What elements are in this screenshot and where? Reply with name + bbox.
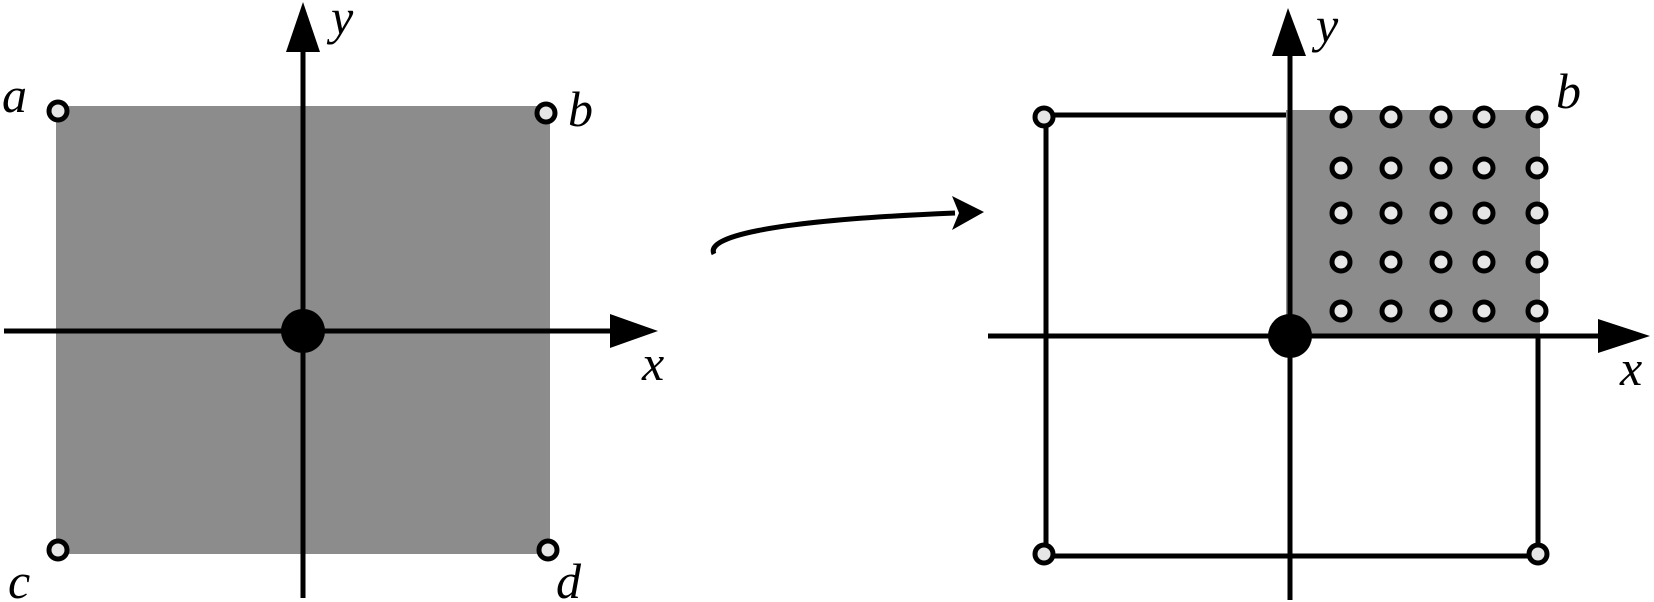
right-corner-marker-bottom-right [1526,542,1550,566]
sample-point-marker [1379,299,1403,323]
left-x-axis-arrowhead [610,314,658,348]
sample-point-marker [1329,250,1353,274]
sample-point-marker [1525,201,1549,225]
sample-point-marker [1329,299,1353,323]
sample-point-marker [1429,156,1453,180]
right-x-axis-arrowhead [1598,319,1650,353]
sample-point-marker [1525,156,1549,180]
sample-point-marker [1429,105,1453,129]
sample-point-marker [1379,201,1403,225]
left-corner-marker-b [534,101,558,125]
left-corner-marker-c [46,538,70,562]
sample-point-marker [1379,105,1403,129]
right-corner-label-b: b [1556,63,1581,119]
sample-point-marker [1472,105,1496,129]
right-shaded-quadrant [1286,110,1540,336]
sample-point-marker [1429,201,1453,225]
sample-point-marker [1329,105,1353,129]
left-axis-y-label: y [326,0,354,45]
right-origin-dot [1268,314,1312,358]
transform-arrow [710,196,984,256]
left-origin-dot [281,309,325,353]
right-corner-marker-bottom-left [1032,542,1056,566]
left-corner-marker-d [536,538,560,562]
sample-point-marker [1329,156,1353,180]
right-axis-y-label: y [1311,0,1339,53]
sample-point-marker [1472,201,1496,225]
left-panel: x y a b c d [2,0,664,602]
sample-point-marker [1525,299,1549,323]
sample-point-marker [1379,156,1403,180]
sample-point-marker [1472,299,1496,323]
left-corner-label-b: b [568,81,593,137]
sample-point-marker [1429,250,1453,274]
sample-point-marker [1525,105,1549,129]
sample-point-marker [1472,156,1496,180]
transform-arrow-curve [710,210,956,256]
sample-point-marker [1329,201,1353,225]
left-corner-label-a: a [2,67,27,123]
left-corner-label-c: c [8,553,30,602]
left-axis-x-label: x [641,335,664,391]
right-axis-x-label: x [1619,340,1642,396]
right-corner-marker-top-left [1032,105,1056,129]
transform-arrowhead [952,196,984,230]
sample-point-marker [1429,299,1453,323]
left-corner-marker-a [46,99,70,123]
sample-point-marker [1525,250,1549,274]
left-corner-label-d: d [556,553,582,602]
right-y-axis-arrowhead [1272,8,1306,56]
right-sample-grid [1329,105,1549,323]
left-y-axis-arrowhead [286,2,320,52]
sample-point-marker [1472,250,1496,274]
sample-point-marker [1379,250,1403,274]
right-panel: x y b [988,0,1650,600]
